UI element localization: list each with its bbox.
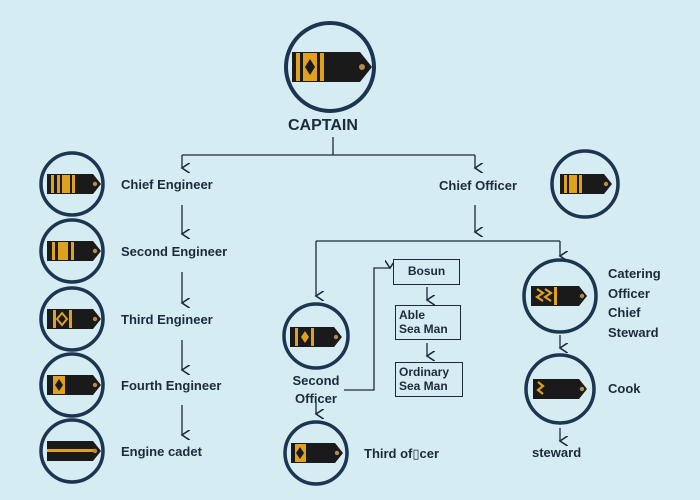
ordinary-seaman-box: Ordinary Sea Man [395,362,463,397]
cook-label: Cook [608,381,641,396]
catering-officer-rank-icon [522,258,598,334]
cook-rank-icon [524,353,596,425]
chief-engineer-rank-icon [39,151,105,217]
fourth-engineer-label: Fourth Engineer [121,378,222,393]
second-officer-label: Second Officer [292,373,340,406]
chief-officer-rank-icon [550,149,620,219]
chief-officer-label: Chief Officer [439,178,518,193]
fourth-engineer-rank-icon [39,352,105,418]
steward-label: steward [532,445,582,460]
engine-cadet-rank-icon [39,418,105,484]
second-engineer-label: Second Engineer [121,244,228,259]
third-engineer-rank-icon [39,286,105,352]
chief-engineer-label: Chief Engineer [121,177,213,192]
catering-officer-label: Catering Officer Chief Steward [608,266,661,340]
second-officer-rank-icon [282,302,350,370]
engine-cadet-label: Engine cadet [121,444,202,459]
connectors [182,137,560,441]
second-engineer-rank-icon [39,218,105,284]
able-seaman-box: Able Sea Man [395,305,461,340]
third-engineer-label: Third Engineer [121,312,213,327]
bosun-box: Bosun [393,259,460,285]
third-officer-label: Third of▯cer [364,446,440,461]
third-officer-rank-icon [283,420,349,486]
bracket-to-bosun [344,268,390,391]
captain-label: CAPTAIN [288,117,358,134]
captain-rank-icon [284,21,376,113]
